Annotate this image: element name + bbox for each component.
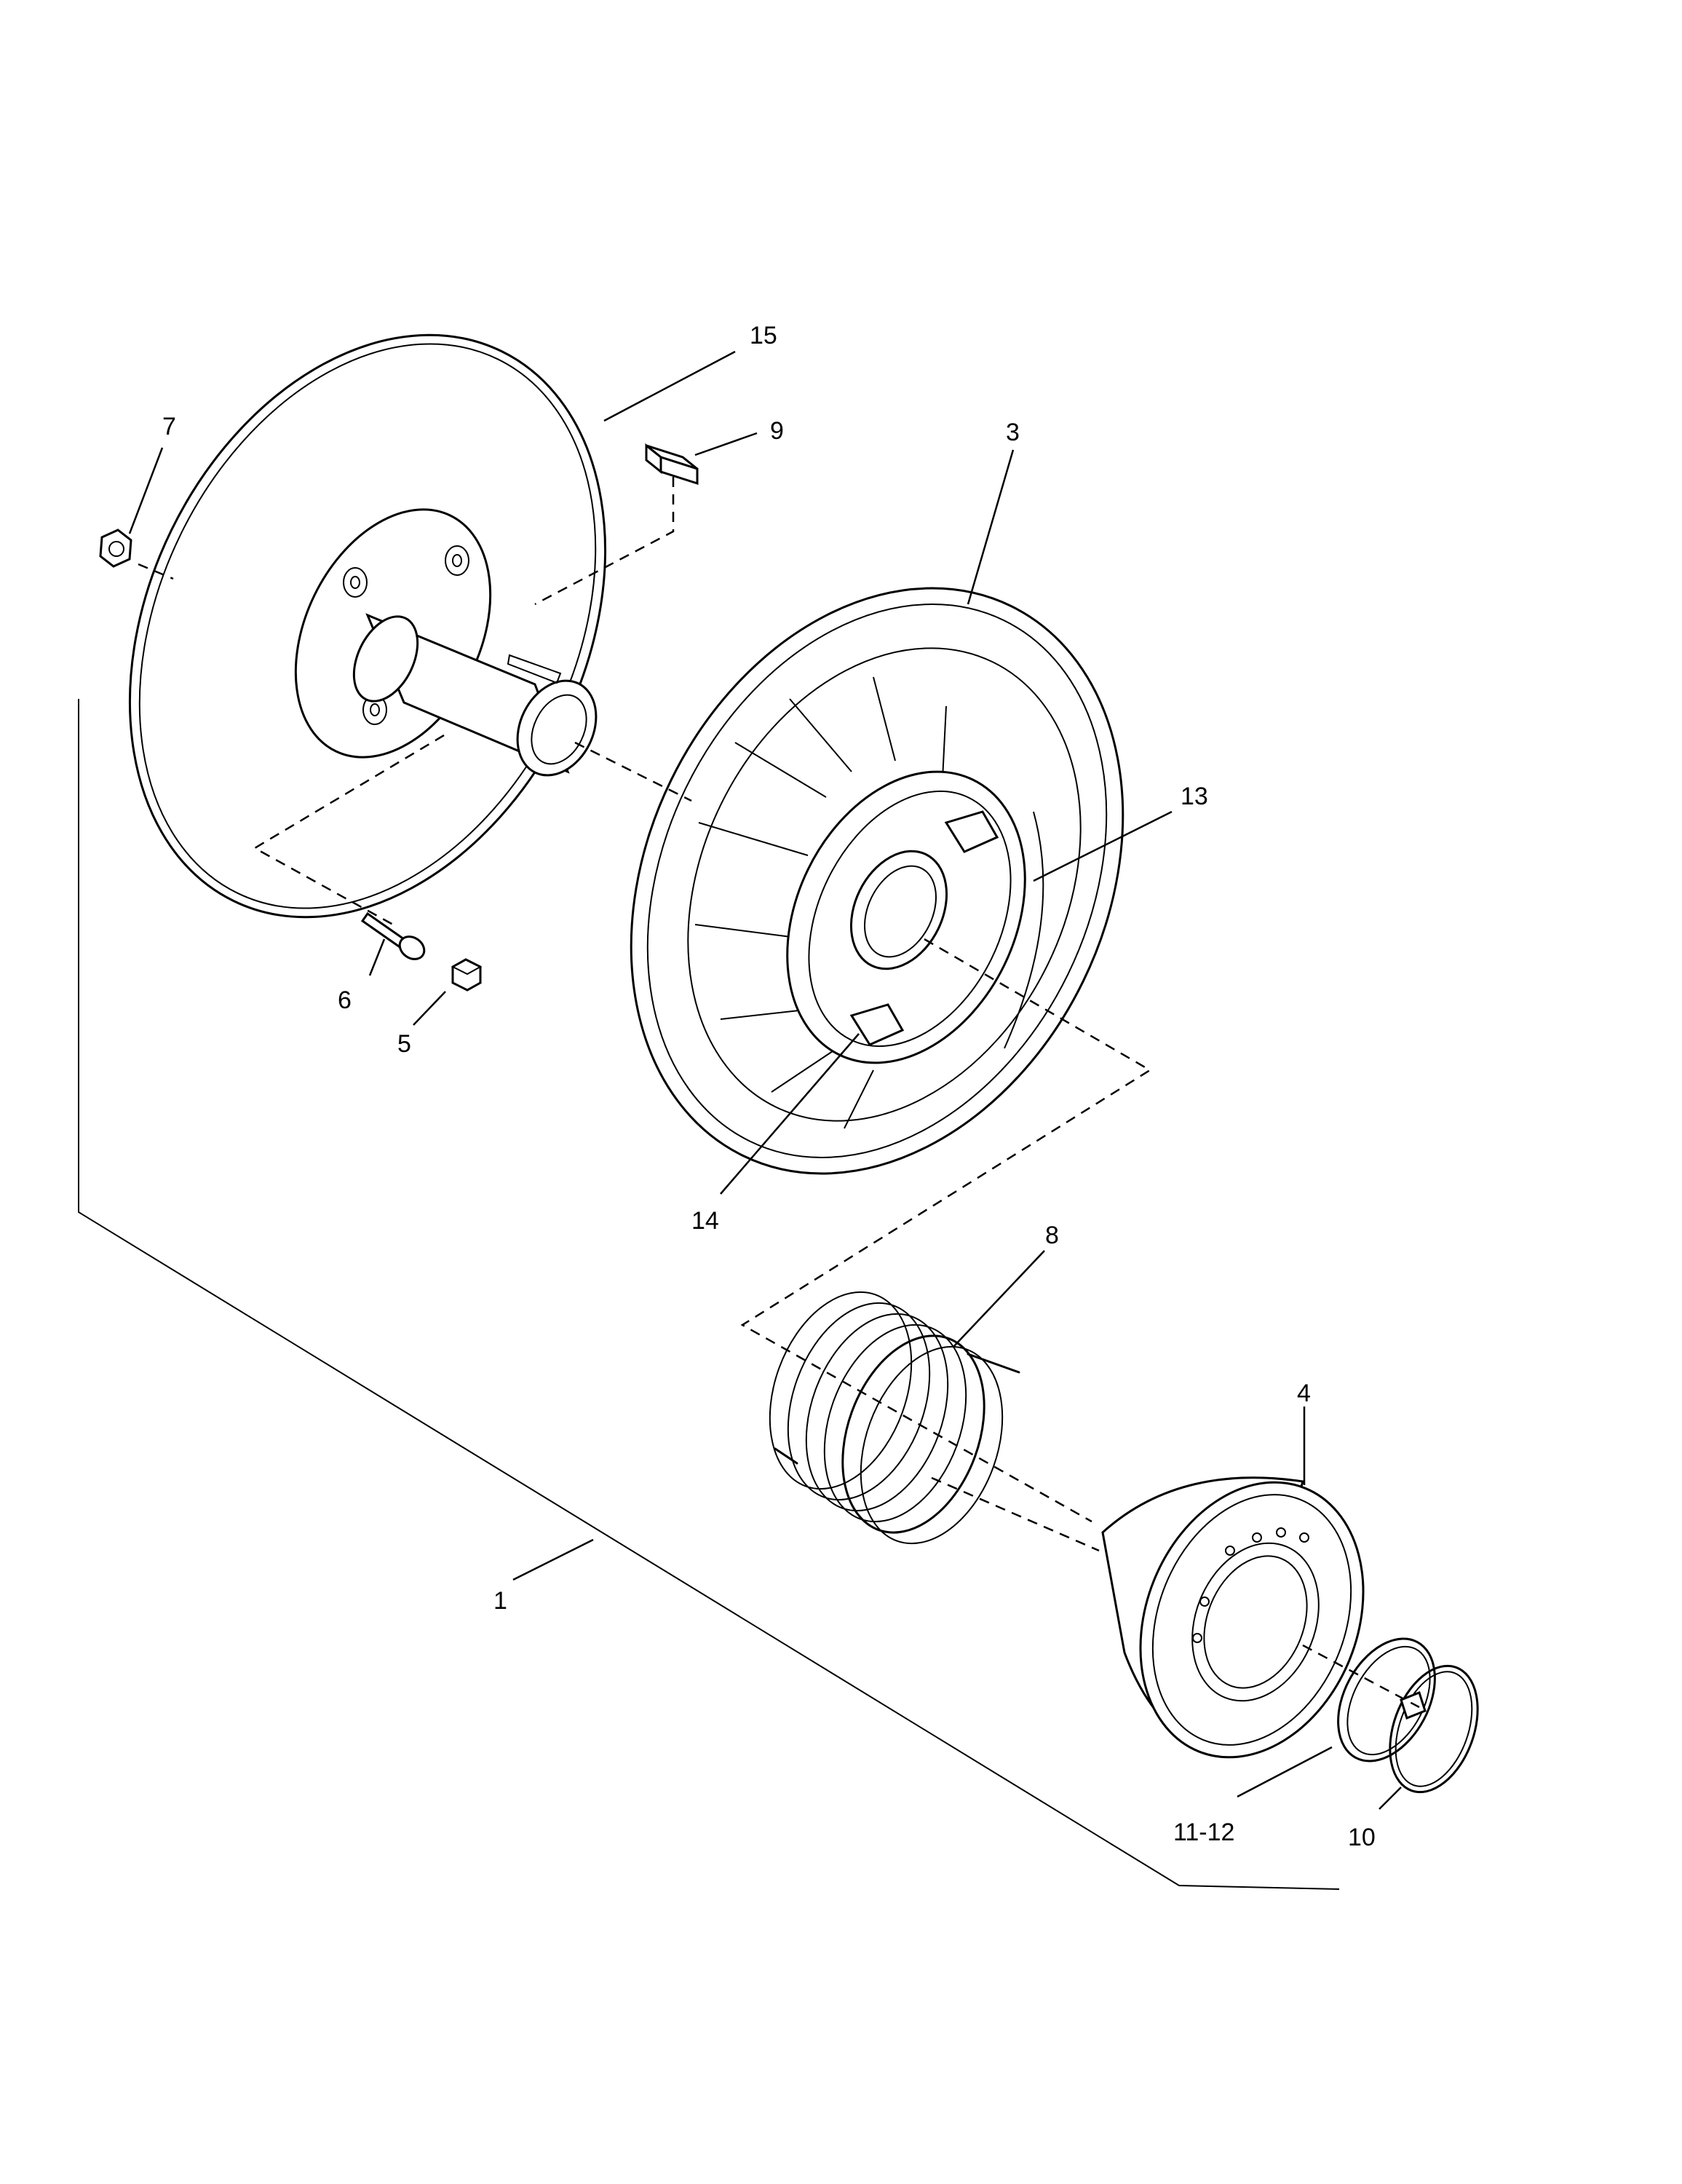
- part-label-3: 3: [1006, 419, 1020, 446]
- assembly-bracket-line: [78, 699, 1340, 1890]
- part-label-10: 10: [1348, 1824, 1376, 1851]
- part-label-5: 5: [397, 1030, 411, 1058]
- bolt-6: [360, 911, 426, 960]
- part-label-14: 14: [691, 1207, 719, 1235]
- leader-lines: [128, 350, 1402, 1810]
- part-label-8: 8: [1045, 1222, 1059, 1249]
- retaining-ring-10: [1389, 1664, 1479, 1794]
- part-label-13: 13: [1181, 783, 1208, 810]
- assembly-guide-lines: [138, 477, 1420, 1709]
- part-label-4: 4: [1297, 1380, 1311, 1407]
- part-label-7: 7: [162, 413, 176, 440]
- part-label-1: 1: [493, 1587, 507, 1615]
- fixed-sheave: [128, 333, 607, 919]
- movable-sheave: [630, 587, 1124, 1175]
- part-label-11-12: 11-12: [1173, 1819, 1234, 1846]
- part-label-15: 15: [750, 322, 777, 349]
- part-label-9: 9: [770, 417, 784, 445]
- washers-11-12: [1337, 1637, 1436, 1762]
- nut-7: [99, 529, 132, 568]
- spring-8: [769, 1291, 1020, 1545]
- cam-4: [1101, 1476, 1365, 1759]
- nut-5: [451, 958, 483, 992]
- key-9: [645, 443, 699, 486]
- part-label-6: 6: [338, 986, 352, 1014]
